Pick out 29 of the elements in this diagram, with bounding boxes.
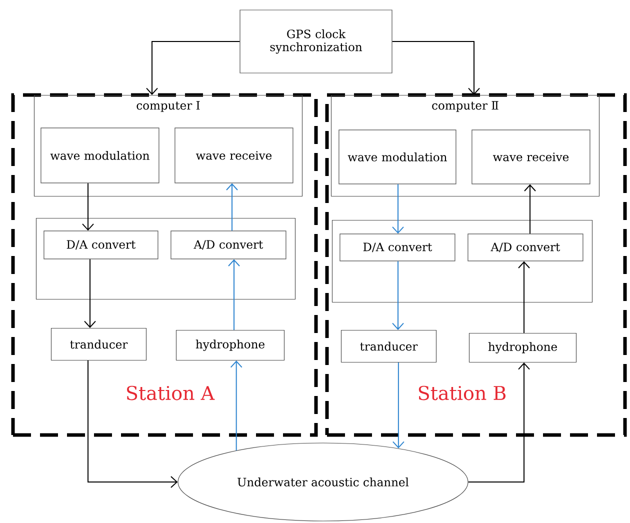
process-box: A/D convert: [468, 234, 584, 262]
arrow: [146, 41, 240, 95]
process-box: hydrophone: [468, 332, 577, 363]
process-box: GPS clock synchronization: [240, 10, 392, 74]
arrow: [518, 261, 530, 334]
arrow: [468, 362, 530, 482]
process-box: tranducer: [340, 330, 437, 363]
process-box: wave receive: [472, 130, 590, 184]
process-box: wave modulation: [338, 130, 456, 184]
arrow: [88, 360, 178, 488]
device-box: [36, 218, 296, 300]
process-box: hydrophone: [176, 330, 285, 361]
process-box: D/A convert: [44, 230, 158, 260]
arrow: [82, 182, 94, 231]
arrow: [228, 259, 240, 330]
arrow: [524, 184, 536, 234]
process-box: D/A convert: [340, 234, 456, 262]
arrow: [392, 362, 404, 448]
arrow: [392, 41, 480, 95]
device-box: [332, 220, 593, 303]
process-box: tranducer: [50, 328, 147, 361]
process-box: wave modulation: [40, 128, 160, 184]
arrow: [392, 184, 404, 234]
process-box: wave receive: [174, 128, 294, 184]
arrow: [226, 183, 238, 232]
arrow: [84, 258, 96, 328]
arrow: [230, 360, 242, 451]
arrow: [392, 260, 404, 330]
process-box: A/D convert: [170, 230, 286, 260]
